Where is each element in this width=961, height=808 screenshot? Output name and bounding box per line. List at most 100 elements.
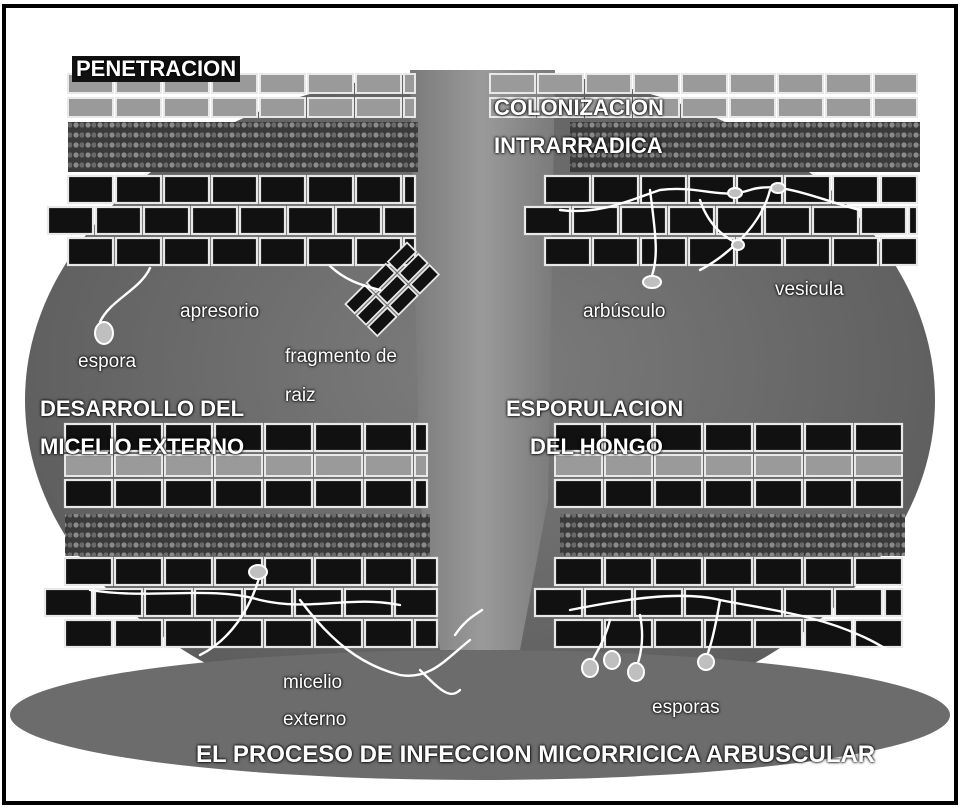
root-cell [883, 587, 904, 618]
root-cell [306, 174, 355, 205]
cortex-band [65, 514, 430, 556]
epidermis-cell [307, 73, 354, 94]
diagram-title: EL PROCESO DE INFECCION MICORRICICA ARBU… [196, 741, 876, 768]
spore-shapes [94, 182, 786, 682]
root-cell [162, 174, 211, 205]
root-cell [63, 478, 114, 509]
spore-icon [94, 321, 114, 345]
root-cell [258, 236, 307, 267]
root-cell [113, 422, 164, 453]
root-cell [413, 422, 429, 453]
epidermis-cell [854, 454, 903, 477]
epidermis-cell [633, 97, 680, 118]
epidermis-cell [403, 73, 416, 94]
root-cell [833, 587, 884, 618]
root-cell [859, 205, 908, 236]
root-cell [803, 556, 854, 587]
root-cell [238, 205, 287, 236]
label-arbusculo: arbúsculo [583, 301, 666, 322]
root-cell [879, 236, 919, 267]
label-vesicula: vesicula [775, 279, 844, 300]
hypha-mycelium-4 [418, 668, 462, 696]
root-cell [163, 422, 214, 453]
root-cell [393, 587, 439, 618]
root-cell [94, 205, 143, 236]
epidermis-cell [654, 454, 703, 477]
root-cell [413, 618, 439, 649]
root-cell [63, 618, 114, 649]
epidermis-cell [804, 454, 853, 477]
center-root-band [410, 70, 555, 650]
root-cell [603, 478, 654, 509]
root-cell [553, 478, 604, 509]
root-cell [735, 236, 784, 267]
epidermis-cell [554, 454, 603, 477]
cortex-band [560, 514, 905, 556]
epidermis-cell [729, 97, 776, 118]
epidermis-cell [307, 97, 354, 118]
root-cell [113, 618, 164, 649]
root-cell [43, 587, 94, 618]
root-cell [382, 205, 417, 236]
root-cell [46, 205, 95, 236]
root-cell [783, 587, 834, 618]
root-cell [667, 205, 716, 236]
root-cell [653, 422, 704, 453]
spore-icon [697, 653, 715, 671]
root-cell [313, 478, 364, 509]
root-cell [413, 478, 429, 509]
hypha-mycelium-2 [198, 573, 262, 657]
root-cell [653, 478, 704, 509]
root-cell [413, 556, 439, 587]
root-cell [715, 205, 764, 236]
vesicle-icon [731, 239, 745, 251]
hypha-fragment [328, 264, 382, 292]
root-cell [263, 422, 314, 453]
root-cell [683, 587, 734, 618]
epidermis-cell [259, 73, 306, 94]
root-cell [603, 422, 654, 453]
root-cell [363, 618, 414, 649]
root-cell [114, 174, 163, 205]
root-cell [753, 422, 804, 453]
root-cell [603, 556, 654, 587]
root-cell [263, 618, 314, 649]
root-cell [388, 285, 419, 317]
root-cell [733, 587, 784, 618]
root-cell [603, 618, 654, 649]
root-cell [619, 205, 668, 236]
epidermis-cell [355, 73, 402, 94]
epidermis-cell [489, 73, 536, 94]
label-colonization-2: INTRARRADICA [494, 133, 663, 158]
spore-icon [603, 650, 621, 670]
root-cell [803, 422, 854, 453]
root-cell [376, 273, 408, 305]
root-cell [397, 252, 429, 284]
root-cell [306, 236, 355, 267]
root-cell [162, 236, 211, 267]
epidermis-cell [825, 73, 872, 94]
epidermis-cell [681, 73, 728, 94]
hypha-colonization-1 [558, 186, 862, 213]
epidermis-cell [403, 97, 416, 118]
hypha-appressorium [98, 266, 152, 324]
root-fragment [344, 241, 441, 338]
root-cell [763, 205, 812, 236]
root-cell [63, 556, 114, 587]
root-cell [753, 556, 804, 587]
root-cell [783, 236, 832, 267]
epidermis-cell [729, 73, 776, 94]
epidermis-cell [259, 97, 306, 118]
root-cell [831, 174, 880, 205]
root-cell [386, 241, 418, 273]
label-sporulation-1: ESPORULACION [506, 396, 684, 421]
root-cell [334, 205, 383, 236]
root-cell [354, 174, 403, 205]
vesicle-icon [248, 564, 268, 580]
epidermis-cell [264, 454, 313, 477]
epidermis-cell [537, 97, 584, 118]
root-cell [402, 174, 417, 205]
vesicle-icon [727, 187, 743, 199]
root-cell [210, 236, 259, 267]
